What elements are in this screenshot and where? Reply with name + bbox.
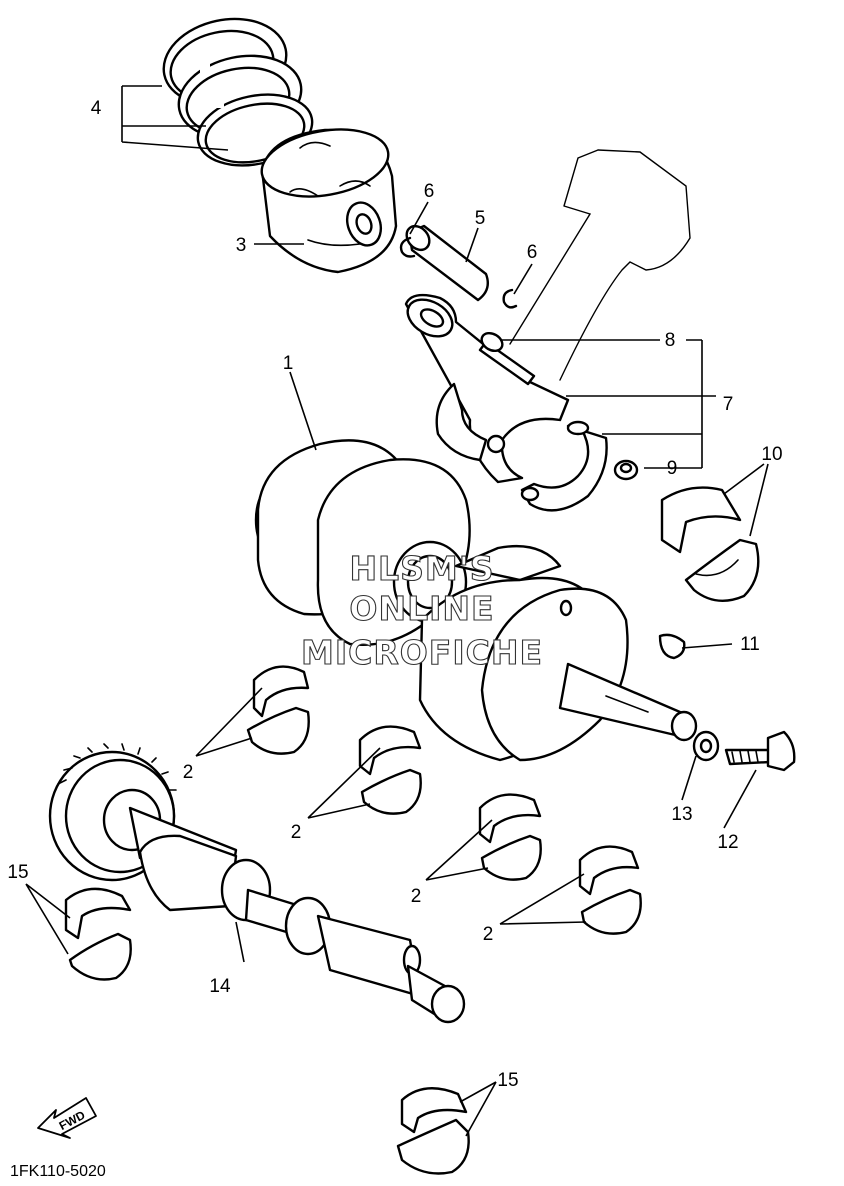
circlip-left [399,236,416,258]
crank-bearing-set-2 [358,725,422,815]
callout-12: 12 [717,832,738,853]
callout-11: 11 [740,634,760,655]
callout-4: 4 [91,98,102,119]
callout-7: 7 [723,394,734,415]
callout-15-bottom: 15 [497,1070,518,1091]
callout-10: 10 [761,444,782,465]
callout-5: 5 [475,208,486,229]
crank-bearing-set-3 [478,793,542,881]
callout-15-left: 15 [7,862,28,883]
callout-6-right: 6 [527,242,538,263]
woodruff-key [658,633,686,660]
callout-1: 1 [283,353,294,374]
crank-bearing-set-4 [578,845,642,935]
crankshaft [254,439,698,762]
balancer-bearing-left [64,887,132,981]
main-bearing-lower [684,538,760,602]
leader-lines [25,85,769,1137]
balancer-shaft [48,743,466,1024]
crank-bolt [724,730,796,772]
watermark-line-3: MICROFICHE [301,633,543,672]
piston-pin [405,224,489,302]
callout-2-b: 2 [291,822,302,843]
callout-14: 14 [209,976,231,997]
piston [260,128,398,274]
rod-cap [520,420,608,512]
diagram-code: 1FK110-5020 [10,1163,106,1180]
watermark: HLSM'S ONLINE MICROFICHE [300,548,543,672]
callout-2-a: 2 [183,762,194,783]
balancer-bearing-bottom [396,1087,470,1175]
washer [692,730,720,762]
fwd-arrow-icon: FWD [37,1097,97,1139]
callout-8: 8 [665,330,676,351]
callout-13: 13 [671,804,692,825]
circlip-right [502,288,518,309]
callout-2-d: 2 [483,924,494,945]
rod-nut [613,459,639,481]
callout-3: 3 [236,235,247,256]
watermark-line-2: ONLINE [349,589,494,628]
callout-numbers: 4 3 6 5 6 8 7 9 1 10 11 13 12 2 2 2 2 15… [7,98,782,1091]
rod-bolt [478,331,536,386]
crank-bearing-set-1 [246,665,310,755]
block-outline [509,149,691,381]
main-bearing-upper [660,486,742,554]
connecting-rod [404,293,570,484]
callout-9: 9 [667,458,678,479]
callout-6-left: 6 [424,181,435,202]
callout-2-c: 2 [411,886,422,907]
watermark-line-1: HLSM'S [349,549,494,588]
